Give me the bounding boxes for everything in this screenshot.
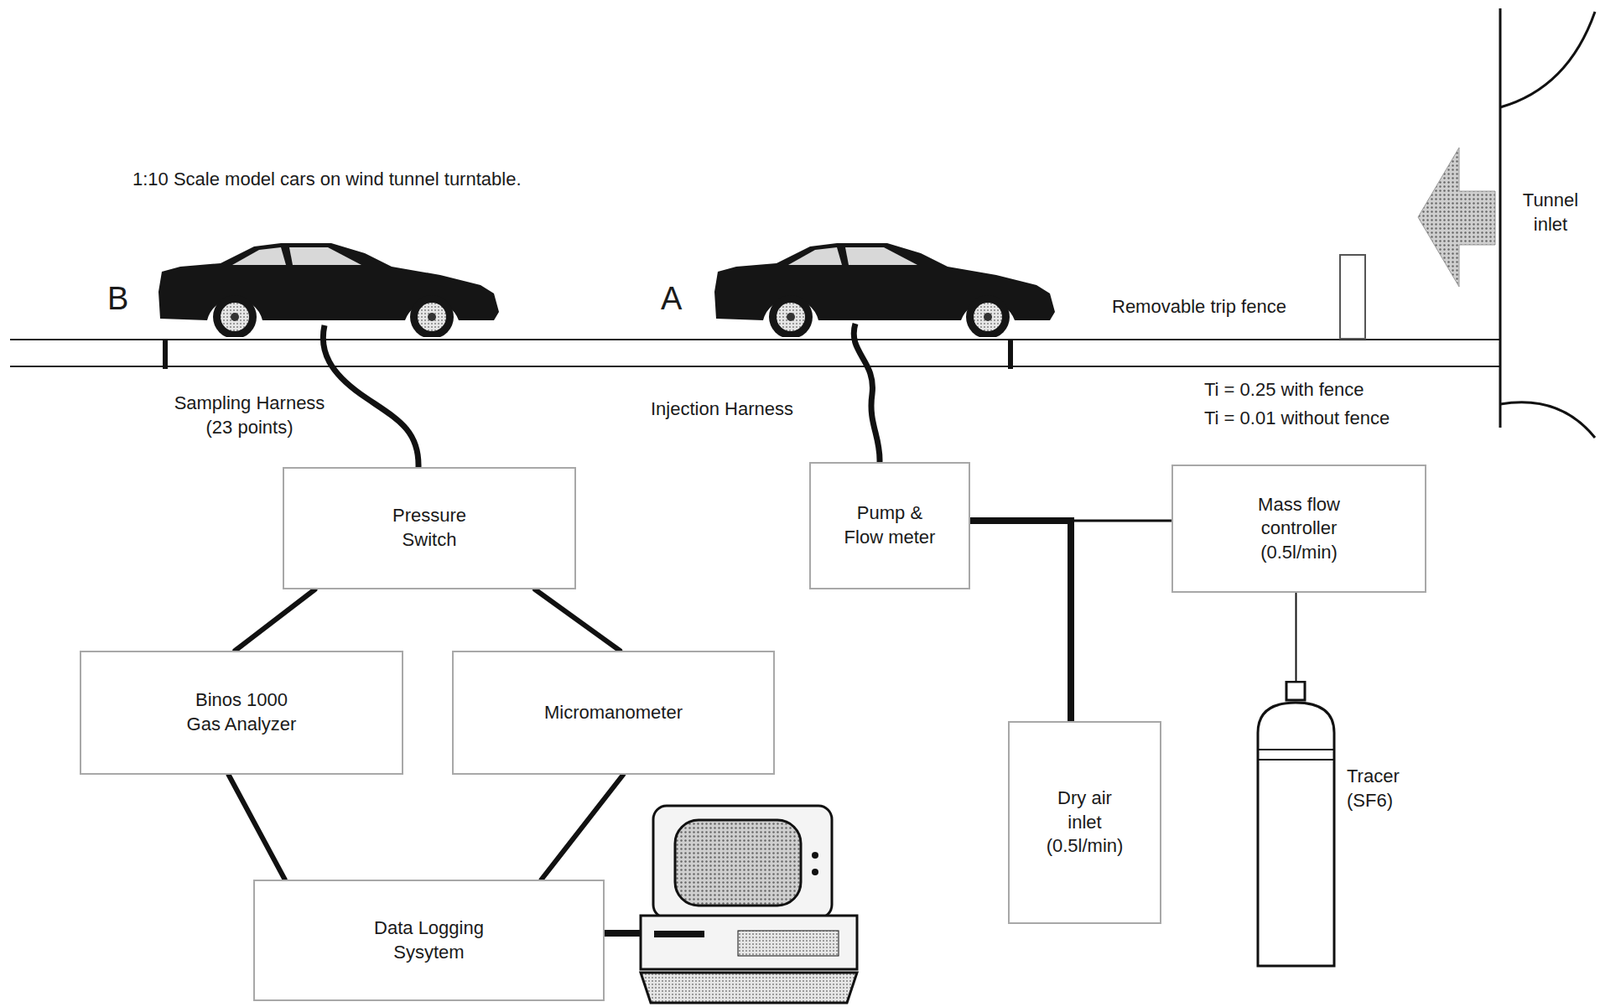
box-label: Binos 1000 Gas Analyzer [182, 688, 301, 737]
pump-box: Pump & Flow meter [809, 462, 971, 590]
data-logger: Data Logging Sysytem [253, 879, 605, 1002]
connector-line [1295, 592, 1298, 681]
box-label: Mass flow controller (0.5l/min) [1246, 493, 1352, 566]
gas-cylinder [1255, 680, 1337, 968]
micromanometer: Micromanometer [451, 650, 775, 775]
box-label: Data Logging Sysytem [358, 916, 501, 965]
tunnel-label: Tunnel inlet [1511, 188, 1590, 237]
connector-line [228, 774, 286, 880]
gas-analyzer: Binos 1000 Gas Analyzer [79, 650, 404, 775]
box-label: Micromanometer [544, 701, 683, 726]
harness-label: Injection Harness [650, 397, 794, 422]
harness-label: Sampling Harness (23 points) [159, 391, 340, 440]
figure-note: 1:10 Scale model cars on wind tunnel tur… [132, 167, 522, 193]
car-letter: B [107, 278, 129, 320]
box-label: Dry air inlet (0.5l/min) [1040, 786, 1129, 859]
tracer-cylinder: Tracer (SF6) [1255, 680, 1337, 968]
connector-line [535, 589, 620, 651]
air-inlet: Dry air inlet (0.5l/min) [1007, 721, 1162, 925]
fence-label: Removable trip fence [1111, 295, 1287, 320]
turbulence-note: Ti = 0.25 with fence [1204, 378, 1365, 403]
pressure-switch: Pressure Switch [282, 467, 577, 590]
connector-line [541, 774, 624, 880]
cylinder-label: Tracer (SF6) [1346, 764, 1400, 813]
box-label: Pressure Switch [370, 503, 489, 552]
box-label: Pump & Flow meter [843, 501, 936, 550]
car-letter: A [660, 278, 682, 320]
flow-controller: Mass flow controller (0.5l/min) [1171, 464, 1427, 593]
connector-line [234, 589, 315, 651]
connector-line [970, 520, 1071, 722]
turbulence-note: Ti = 0.01 without fence [1204, 406, 1390, 432]
